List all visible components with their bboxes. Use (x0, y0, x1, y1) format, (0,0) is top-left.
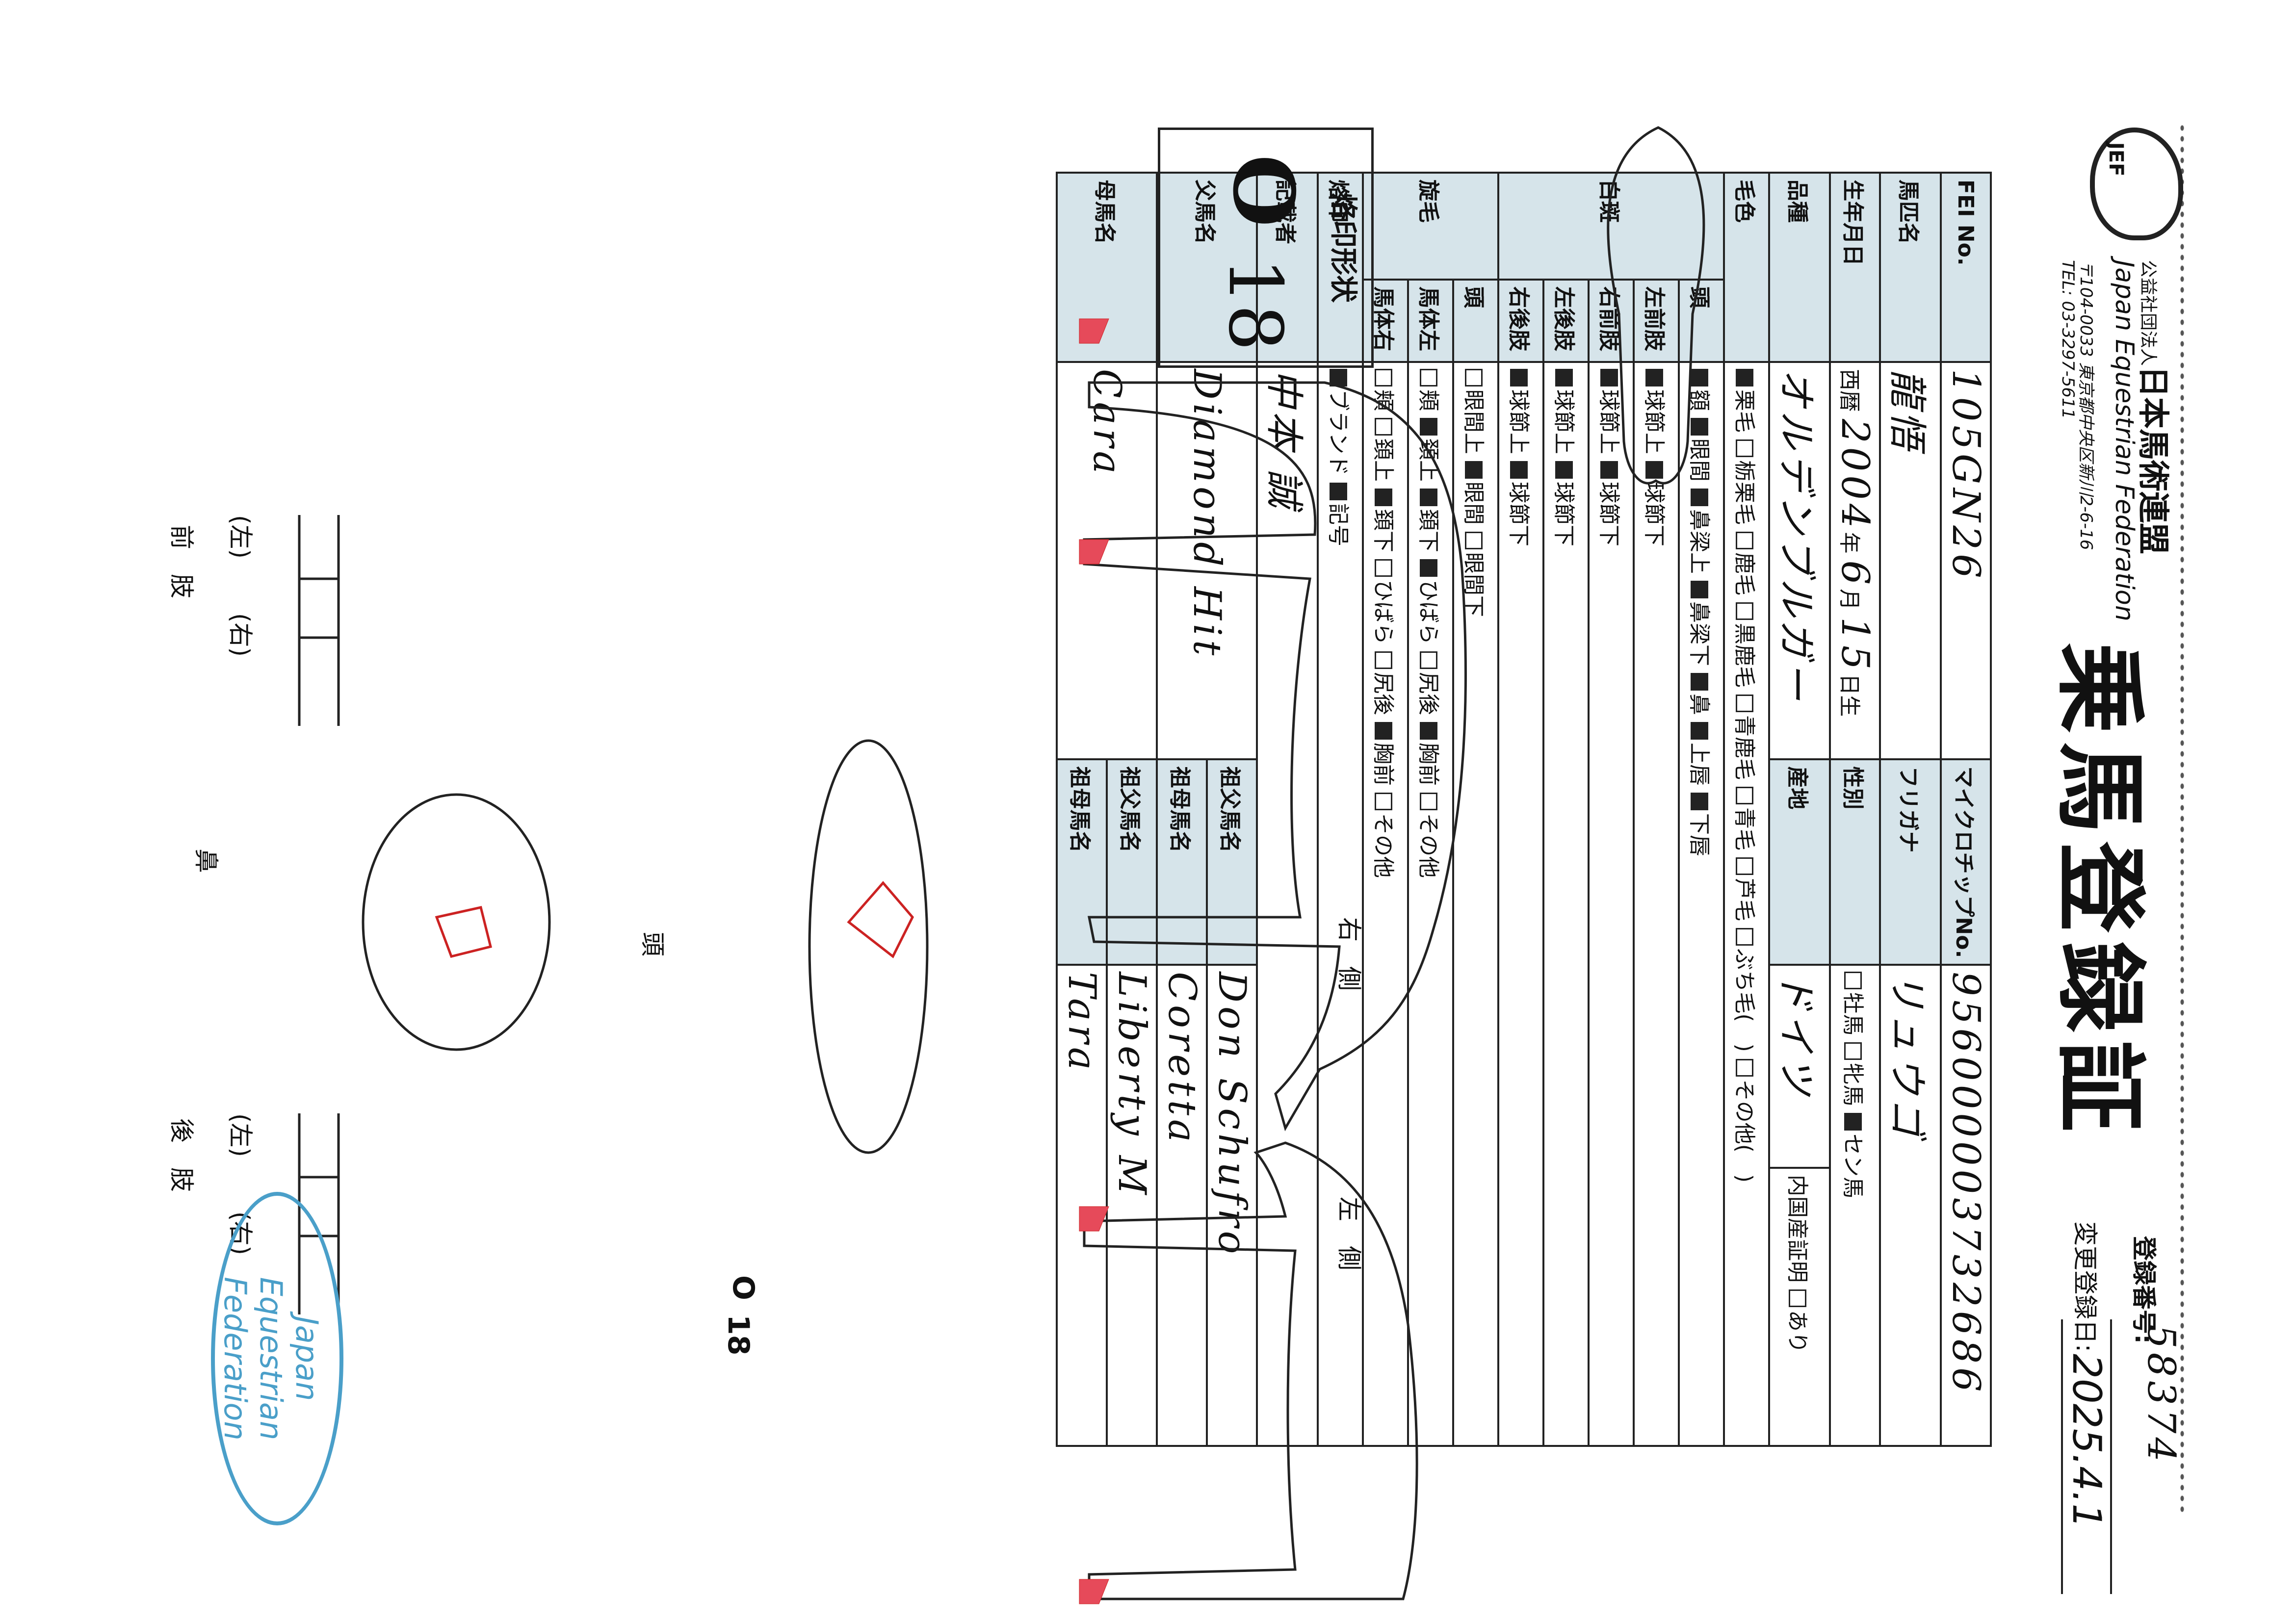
white-mark-hoof (1079, 1579, 1109, 1604)
label-hind-legs: 後 肢 (167, 1118, 196, 1192)
fore-leg-left (298, 515, 340, 726)
label-fore-right: (右) (226, 613, 255, 657)
body-brand-number: 18 (721, 1314, 756, 1356)
body-brand-mark: O (726, 1275, 760, 1301)
white-mark-hoof (1079, 318, 1109, 344)
hind-leg-left (298, 1113, 340, 1314)
label-fore-legs: 前 肢 (167, 525, 196, 598)
fore-leg-right (299, 577, 339, 639)
label-hind-left: (左) (226, 1113, 255, 1158)
hind-leg-right (299, 1176, 339, 1237)
label-fore-left: (左) (226, 515, 255, 559)
top-view-outline (1607, 126, 1705, 485)
label-nose: 鼻 (192, 849, 220, 873)
label-head: 頭 (638, 932, 667, 956)
white-mark-hoof (1079, 1206, 1109, 1232)
white-mark-face (435, 881, 914, 958)
right-side-horse (1083, 381, 1467, 1132)
white-mark-hoof (1079, 539, 1109, 565)
perforation-edge (2179, 123, 2186, 1516)
nose-view (362, 793, 551, 1051)
left-side-horse (1083, 1141, 1418, 1600)
label-right-side: 右 側 (1335, 917, 1363, 991)
label-left-side: 左 側 (1335, 1197, 1363, 1270)
jef-seal-stamp: Japan Equestrian Federation (211, 1192, 343, 1525)
head-front-view (808, 739, 929, 1154)
